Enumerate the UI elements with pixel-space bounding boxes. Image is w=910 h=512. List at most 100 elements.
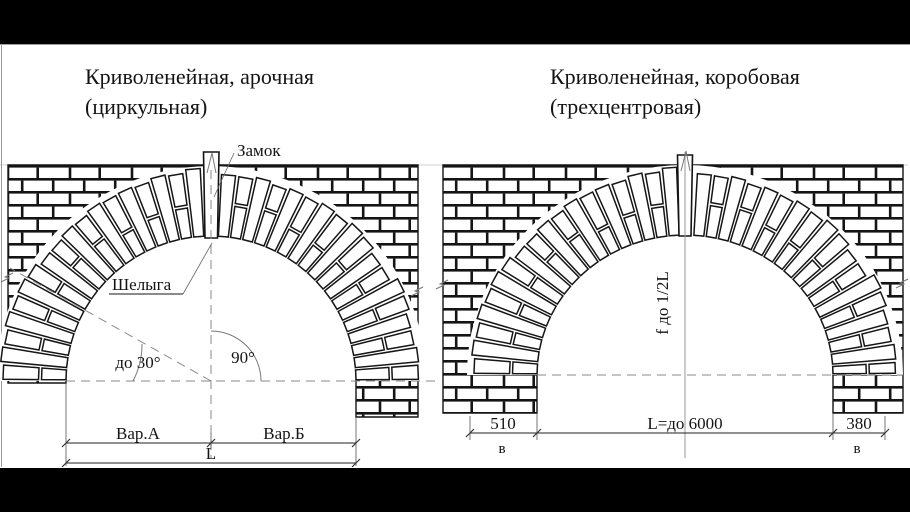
- voussoir-inner: [568, 233, 600, 269]
- voussoir-outer: [357, 266, 391, 295]
- voussoir-outer: [764, 194, 794, 232]
- right-extension-lines: [469, 413, 886, 440]
- voussoir-long: [536, 219, 590, 277]
- left-axis-mark: [206, 152, 217, 174]
- pier-left-dim-label: 510: [490, 414, 516, 433]
- angle-30-arc: [132, 343, 143, 382]
- voussoir-long: [347, 312, 412, 345]
- voussoir-outer: [27, 263, 63, 294]
- v-left-label: в: [498, 441, 505, 457]
- voussoir-long: [563, 197, 610, 262]
- pier-right-dim-label: 380: [846, 414, 872, 433]
- voussoir-long: [217, 173, 237, 238]
- voussoir-long: [762, 200, 811, 264]
- voussoir-long: [0, 346, 69, 369]
- voussoir-inner: [315, 261, 346, 291]
- break-marks: [0, 272, 909, 297]
- voussoir-long: [241, 176, 272, 243]
- left-diagram: Криволенейная, арочная (циркульная) Замо…: [0, 64, 438, 468]
- voussoir-outer: [868, 361, 897, 375]
- left-title-line1: Криволенейная, арочная: [85, 64, 314, 89]
- voussoir-outer: [834, 262, 867, 291]
- voussoir-outer: [4, 328, 43, 351]
- voussoir-outer: [234, 175, 254, 207]
- angle-90-arc: [210, 330, 262, 382]
- voussoir-inner: [518, 303, 552, 327]
- voussoir-outer: [475, 321, 514, 345]
- voussoir-inner: [71, 257, 107, 291]
- voussoir-outer: [374, 294, 410, 321]
- voussoir-long: [306, 222, 364, 281]
- voussoir-long: [265, 187, 305, 252]
- voussoir-long: [717, 175, 747, 242]
- right-title-line1: Криволенейная, коробовая: [550, 64, 800, 89]
- voussoir-inner: [354, 366, 391, 381]
- voussoir-long: [86, 202, 136, 265]
- voussoir-inner: [529, 276, 564, 306]
- voussoir-outer: [550, 209, 579, 241]
- voussoir-inner: [791, 259, 822, 288]
- voussoir-inner: [93, 237, 125, 273]
- voussoir-long: [184, 167, 205, 238]
- voussoir-outer: [739, 182, 763, 212]
- voussoir-long: [830, 343, 897, 365]
- voussoir-long: [117, 186, 157, 252]
- left-keystone: [202, 151, 220, 239]
- voussoir-long: [514, 245, 572, 296]
- voussoir-outer: [861, 326, 892, 347]
- voussoir-outer: [473, 357, 511, 375]
- crown-label: Шелыга: [112, 275, 172, 294]
- voussoir-long: [814, 273, 882, 319]
- voussoir-inner: [511, 361, 539, 375]
- voussoir-inner: [46, 309, 80, 333]
- voussoir-inner: [623, 213, 644, 245]
- break-mark-right-wall-left-edge: [435, 279, 449, 290]
- voussoir-long: [476, 303, 547, 339]
- voussoir-outer: [50, 238, 80, 267]
- voussoir-outer: [578, 190, 609, 231]
- voussoir-outer: [813, 232, 850, 268]
- voussoir-long: [800, 248, 858, 298]
- voussoir-inner: [229, 205, 248, 240]
- voussoir-outer: [167, 172, 188, 208]
- voussoir-inner: [41, 338, 72, 357]
- voussoir-long: [287, 202, 336, 265]
- voussoir-inner: [705, 204, 724, 239]
- voussoir-inner: [121, 228, 146, 258]
- voussoir-outer: [337, 236, 375, 271]
- letterbox-top-edge: [0, 44, 910, 45]
- voussoir-outer: [851, 290, 888, 318]
- voussoir-outer: [644, 171, 664, 207]
- voussoir-long: [627, 172, 656, 242]
- voussoir-inner: [650, 205, 668, 239]
- right-axis-mark: [680, 150, 691, 172]
- voussoir-outer: [611, 179, 636, 217]
- left-radius-line: [9, 267, 212, 382]
- angle-30-label: до 30°: [115, 353, 160, 372]
- voussoir-inner: [807, 280, 841, 308]
- angle-90-label: 90°: [231, 348, 255, 367]
- voussoir-long: [61, 224, 116, 281]
- voussoir-inner: [773, 242, 800, 271]
- right-diagram: Криволенейная, коробовая (трехцентровая)…: [442, 64, 904, 458]
- voussoir-outer: [484, 287, 523, 316]
- voussoir-inner: [729, 208, 753, 246]
- letterbox-top: [0, 0, 910, 44]
- voussoir-outer: [313, 213, 349, 252]
- left-title-line2: (циркульная): [85, 94, 207, 119]
- voussoir-long: [323, 252, 382, 300]
- voussoir-long: [353, 346, 420, 369]
- voussoir-long: [149, 174, 181, 243]
- letterbox-bottom: [0, 468, 910, 512]
- voussoir-long: [40, 251, 99, 300]
- voussoir-inner: [56, 282, 92, 311]
- break-mark-right-wall-right-edge: [895, 278, 909, 289]
- voussoir-inner: [297, 244, 324, 273]
- voussoir-outer: [74, 214, 104, 246]
- voussoir-inner: [546, 252, 581, 286]
- voussoir-long: [661, 166, 680, 237]
- right-voussoir-ring: [467, 165, 903, 375]
- variant-b-label: Вар.Б: [263, 424, 304, 443]
- voussoir-inner: [819, 305, 856, 330]
